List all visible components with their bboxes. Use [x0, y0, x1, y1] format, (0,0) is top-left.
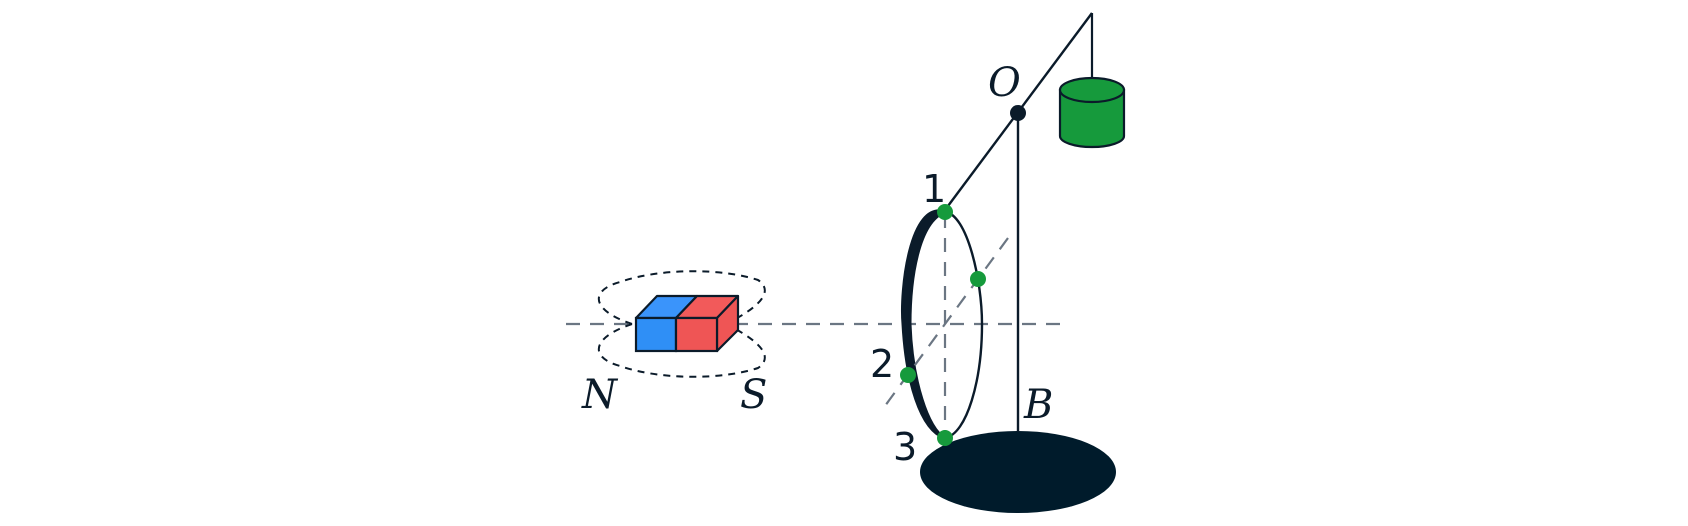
- point-3-label: 3: [893, 425, 917, 469]
- point-3-marker: [937, 430, 953, 446]
- south-label: S: [740, 372, 767, 418]
- pivot-label: O: [988, 60, 1021, 106]
- point-2-marker: [900, 367, 916, 383]
- bar-magnet: [634, 294, 740, 353]
- base-label: B: [1023, 382, 1053, 428]
- magnet-field-line-lower: [598, 323, 766, 378]
- magnet-south-front: [674, 316, 719, 353]
- pivot-point: [1010, 105, 1026, 121]
- magnet-field-line-upper: [598, 270, 766, 325]
- north-label: N: [581, 372, 619, 418]
- point-2-label: 2: [870, 342, 894, 386]
- magnet-north-front: [634, 316, 678, 353]
- ring-diagonal-diameter: [881, 237, 1009, 411]
- point-side-marker: [970, 271, 986, 287]
- ring-thin-edge: [944, 210, 984, 440]
- point-1-label: 1: [922, 167, 946, 211]
- counterweight: [1058, 76, 1126, 149]
- point-1-marker: [937, 204, 953, 220]
- stand-base: [920, 431, 1116, 513]
